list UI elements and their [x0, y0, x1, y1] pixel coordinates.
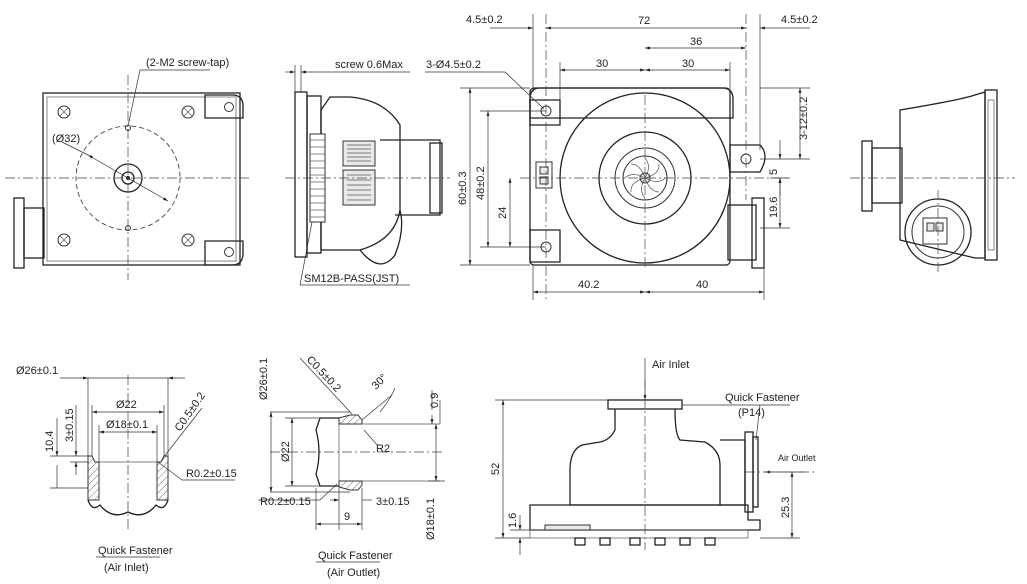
air-outlet-label: Air Outlet [778, 453, 816, 463]
outlet-r02: R0.2±0.15 [260, 496, 311, 508]
dia32-label: (Ø32) [52, 133, 80, 145]
dim-52: 52 [490, 463, 502, 475]
dim-5: 5 [768, 169, 780, 175]
screw-max-label: screw 0.6Max [335, 59, 403, 71]
detail-air-inlet: Ø26±0.1 Ø22 Ø18±0.1 C0.5±0.2 10.4 3±0.15… [16, 365, 237, 574]
inlet-d18: Ø18±0.1 [106, 419, 148, 431]
view-right [850, 89, 1015, 275]
dim-4-5-left: 4.5±0.2 [466, 14, 503, 26]
dim-24: 24 [497, 207, 509, 219]
dim-60: 60±0.3 [457, 171, 469, 205]
outlet-c05: C0.5±0.2 [304, 354, 343, 395]
dim-40-2: 40.2 [578, 279, 599, 291]
dim-1-6: 1.6 [507, 513, 519, 528]
screw-tap-label: (2-M2 screw-tap) [146, 57, 229, 69]
qf-label: Quick Fastener [725, 392, 800, 404]
dim-36: 36 [690, 36, 702, 48]
inlet-title: Quick Fastener [98, 545, 173, 557]
connector-label: SM12B-PASS(JST) [304, 273, 399, 285]
inlet-d22: Ø22 [116, 399, 137, 411]
view-side-elevation: Air Inlet Quick Fastener (P14) Air Outle… [490, 358, 816, 555]
outlet-d18: Ø18±0.1 [425, 498, 437, 540]
dim-25-3: 25.3 [780, 497, 792, 518]
outlet-d3-15: 3±0.15 [376, 496, 410, 508]
dim-40: 40 [696, 279, 708, 291]
dim-4-5-right: 4.5±0.2 [781, 14, 818, 26]
view-front-inlet: (Ø32) (2-M2 screw-tap) [5, 57, 250, 280]
screw-icon [57, 105, 195, 247]
dim-3-12: 3-12±0.2 [798, 97, 810, 140]
outlet-d22: Ø22 [280, 441, 292, 462]
dim-72: 72 [638, 15, 650, 27]
dim-30b: 30 [682, 58, 694, 70]
inlet-d10-4: 10.4 [44, 431, 56, 452]
outlet-d26: Ø26±0.1 [258, 358, 270, 400]
view-main: 72 4.5±0.2 4.5±0.2 36 30 30 3-Ø4.5±0.2 6… [425, 14, 818, 300]
inlet-sub: (Air Inlet) [104, 562, 149, 574]
dim-48: 48±0.2 [475, 166, 487, 200]
inlet-c05: C0.5±0.2 [173, 390, 208, 433]
view-side-connector: screw 0.6Max SM12B-PASS(JST) [285, 59, 450, 286]
outlet-d0-9: 0.9 [429, 393, 441, 408]
inlet-d3-15: 3±0.15 [64, 408, 76, 442]
detail-air-outlet: Ø26±0.1 Ø22 C0.5±0.2 30° 0.9 R2 R0.2±0.1… [258, 354, 445, 579]
outlet-d9: 9 [344, 511, 350, 523]
outlet-r2: R2 [376, 443, 390, 455]
air-inlet-label: Air Inlet [652, 359, 689, 371]
dim-30a: 30 [596, 58, 608, 70]
dim-19-6: 19.6 [768, 197, 780, 218]
holes-label: 3-Ø4.5±0.2 [426, 59, 481, 71]
outlet-title: Quick Fastener [318, 550, 393, 562]
inlet-d26: Ø26±0.1 [16, 365, 58, 377]
inlet-r02: R0.2±0.15 [186, 468, 237, 480]
outlet-angle30: 30° [370, 372, 390, 392]
impeller-icon [624, 157, 666, 199]
outlet-sub: (Air Outlet) [327, 567, 380, 579]
p14-label: (P14) [738, 407, 765, 419]
